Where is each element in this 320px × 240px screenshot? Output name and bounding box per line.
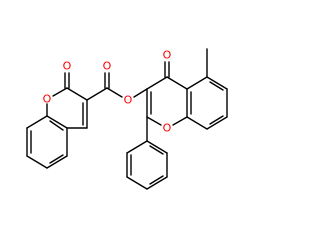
bond xyxy=(126,176,148,190)
molecule-canvas: O O O O O O xyxy=(26,48,228,190)
bond xyxy=(186,116,208,130)
atom-o-lactone-carbonyl: O xyxy=(63,60,72,73)
molecule-structure: O O O O O O xyxy=(26,48,228,190)
chromone-fragment xyxy=(126,48,228,190)
atom-o-chromone-carbonyl: O xyxy=(163,49,172,62)
ester-linkage xyxy=(104,72,148,98)
atom-o-ester-link: O xyxy=(124,94,133,107)
bond xyxy=(133,88,148,98)
atom-o-ester-carbonyl: O xyxy=(103,60,112,73)
bond xyxy=(52,87,68,97)
bond xyxy=(209,81,224,91)
bond xyxy=(66,87,88,101)
bond xyxy=(26,115,48,129)
bond xyxy=(149,175,164,185)
bond xyxy=(166,76,188,90)
bond xyxy=(46,115,68,129)
bond xyxy=(126,140,148,154)
bond xyxy=(106,87,123,98)
bond xyxy=(26,155,48,169)
bond xyxy=(86,87,108,101)
bond xyxy=(186,76,208,90)
bond xyxy=(206,76,228,90)
atom-o-chromone-ring: O xyxy=(163,122,172,135)
bond xyxy=(146,140,168,154)
coumarin-fragment xyxy=(26,72,108,169)
bond xyxy=(149,145,164,155)
bond xyxy=(209,115,224,125)
bond xyxy=(172,116,188,126)
bond xyxy=(146,176,168,190)
bond xyxy=(206,116,228,130)
bond xyxy=(46,155,68,169)
atom-o-coumarin-ring: O xyxy=(43,93,52,106)
bond xyxy=(146,76,168,90)
bond xyxy=(49,120,64,131)
bond xyxy=(146,116,162,126)
atom-labels: O O O O O O xyxy=(43,49,172,135)
bond xyxy=(49,154,64,164)
